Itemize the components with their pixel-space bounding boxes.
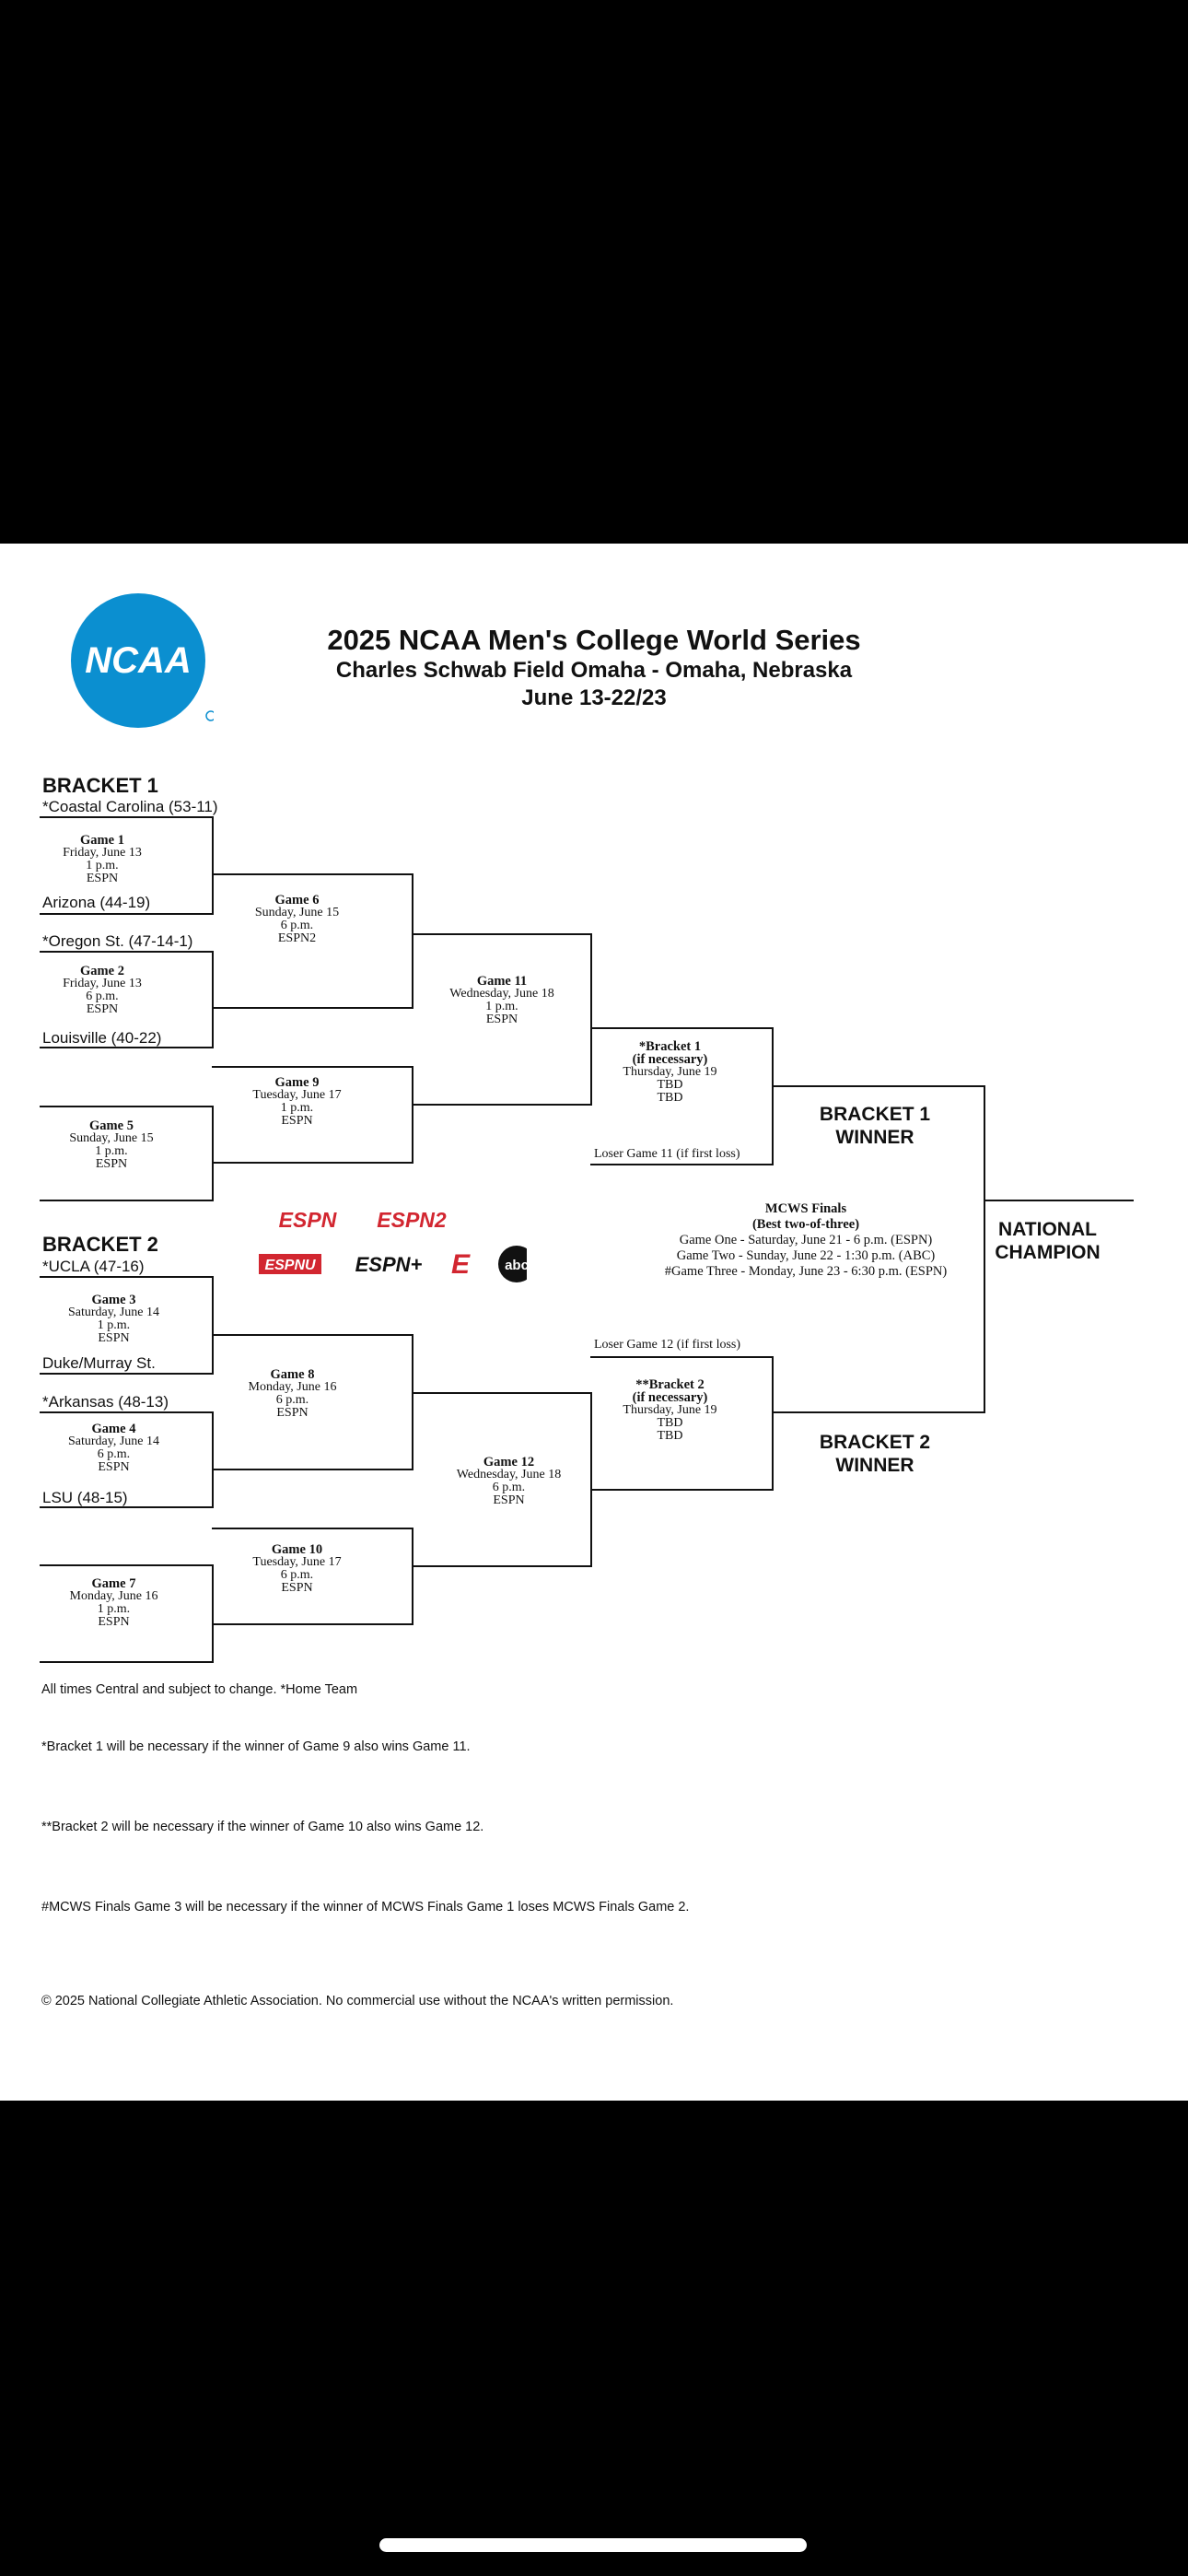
note-times: All times Central and subject to change.…: [41, 1682, 358, 1697]
bracket-2-label: BRACKET 2: [42, 1233, 158, 1256]
loser-game-11-note: Loser Game 11 (if first loss): [594, 1147, 740, 1161]
ncaa-logo: NCAA: [63, 593, 216, 728]
team-coastal-carolina: *Coastal Carolina (53-11): [42, 798, 218, 815]
team-oregon-st: *Oregon St. (47-14-1): [42, 932, 193, 950]
page-title: 2025 NCAA Men's College World Series: [327, 624, 861, 656]
espn-plus-logo: ESPN+: [355, 1253, 423, 1276]
team-arizona: Arizona (44-19): [42, 894, 151, 911]
dates: June 13-22/23: [521, 685, 667, 710]
loser-game-12-note: Loser Game 12 (if first loss): [594, 1338, 741, 1352]
mcws-finals: MCWS Finals(Best two-of-three) Game One …: [664, 1201, 948, 1279]
note-bracket-2: **Bracket 2 will be necessary if the win…: [41, 1820, 484, 1834]
venue: Charles Schwab Field Omaha - Omaha, Nebr…: [335, 658, 853, 683]
note-bracket-1: *Bracket 1 will be necessary if the winn…: [41, 1739, 471, 1754]
team-arkansas: *Arkansas (48-13): [42, 1393, 169, 1411]
team-ucla: *UCLA (47-16): [42, 1258, 145, 1275]
bracket-1-if-necessary: *Bracket 1(if necessary)Thursday, June 1…: [623, 1039, 717, 1105]
bracket-sheet: NCAA 2025 NCAA Men's College World Serie…: [0, 544, 1188, 2101]
team-lsu: LSU (48-15): [42, 1489, 128, 1506]
team-louisville: Louisville (40-22): [42, 1029, 162, 1047]
team-duke-murray-st: Duke/Murray St.: [42, 1354, 156, 1372]
ncaa-logo-text: NCAA: [85, 640, 192, 681]
abc-logo: abc: [505, 1258, 527, 1273]
bracket-1-label: BRACKET 1: [42, 774, 158, 797]
espnu-logo: ESPNU: [264, 1258, 316, 1273]
home-indicator[interactable]: [379, 2538, 807, 2552]
note-finals-game-3: #MCWS Finals Game 3 will be necessary if…: [41, 1900, 690, 1914]
espn-e-logo: E: [451, 1249, 471, 1280]
copyright: © 2025 National Collegiate Athletic Asso…: [41, 1994, 674, 2008]
espn2-logo: ESPN2: [377, 1208, 447, 1232]
network-logos: ESPN ESPN2 ESPNU ESPN+ E abc: [250, 1205, 535, 1294]
bracket-2-if-necessary: **Bracket 2(if necessary)Thursday, June …: [623, 1377, 717, 1443]
espn-logo: ESPN: [279, 1208, 337, 1232]
